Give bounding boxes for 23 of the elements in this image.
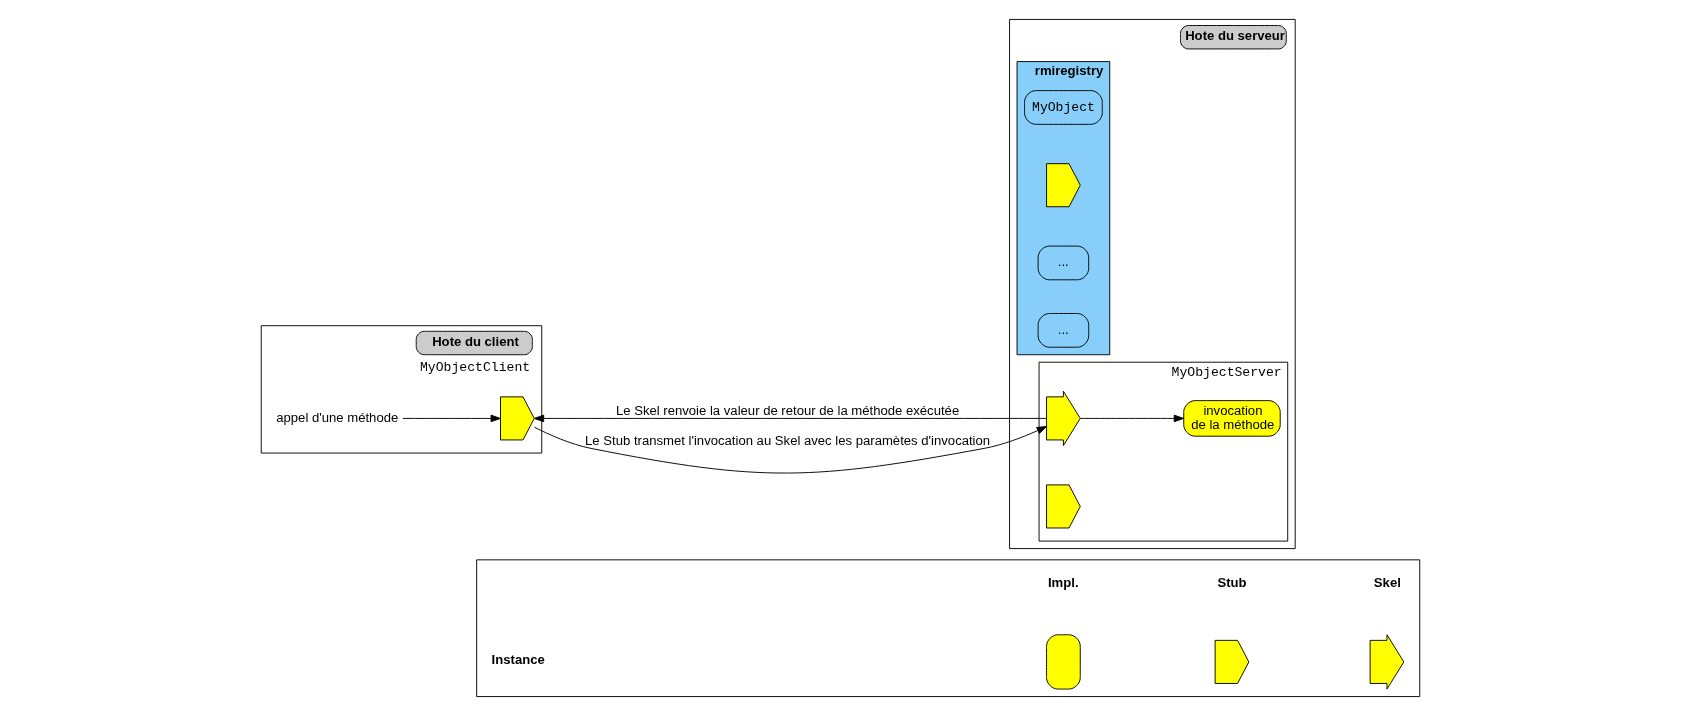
- node-pentagon: [500, 396, 535, 441]
- node-box: ...: [1037, 313, 1090, 348]
- arrow: [1079, 414, 1185, 423]
- arrow: [533, 414, 1047, 423]
- node-pentagon: [1046, 484, 1081, 529]
- node-text: Stub: [1217, 574, 1247, 590]
- node-box: MyObject: [1024, 90, 1103, 125]
- node-box: ...: [1037, 245, 1090, 281]
- node-pentagon: [1214, 639, 1250, 684]
- edge-label: Le Skel renvoie la valeur de retour de la méthode exécutée: [615, 402, 960, 418]
- node-text: Skel: [1373, 574, 1401, 590]
- node-chevron: [1369, 634, 1405, 690]
- arrow: [534, 426, 1047, 474]
- node-pentagon: [1046, 163, 1081, 208]
- node-chevron: [1046, 390, 1081, 447]
- node-text: appel d'une méthode: [276, 409, 399, 425]
- node-box: invocation de la méthode: [1183, 400, 1281, 437]
- node-text: Impl.: [1047, 574, 1079, 590]
- node-text: Instance: [491, 652, 545, 668]
- arrow: [402, 414, 501, 423]
- edge-label: Le Stub transmet l'invocation au Skel avec les paramètes d'invocation: [585, 432, 991, 448]
- cluster: [476, 559, 1421, 698]
- node-box: [1046, 634, 1081, 690]
